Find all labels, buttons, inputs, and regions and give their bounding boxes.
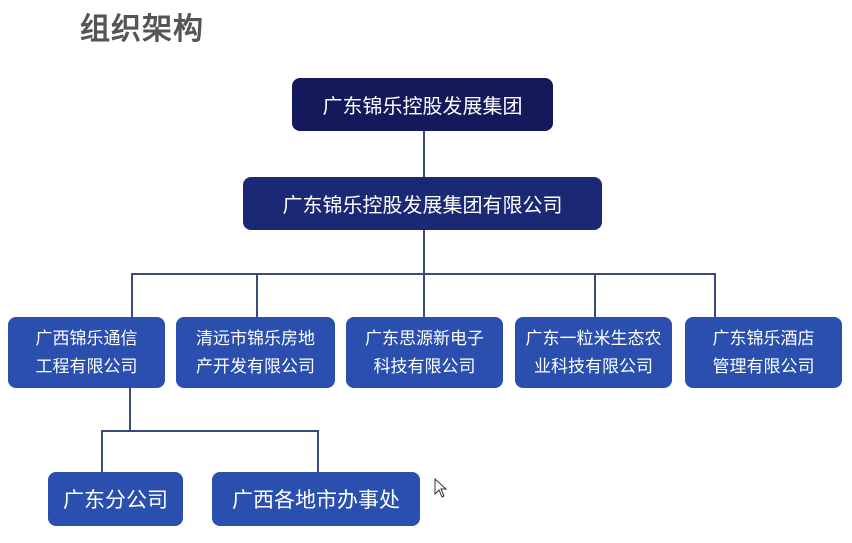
connector-line bbox=[256, 273, 258, 317]
node-subsidiary: 清远市锦乐房地产开发有限公司 bbox=[176, 317, 335, 388]
connector-line bbox=[317, 430, 319, 472]
node-label: 广东锦乐酒店 bbox=[712, 328, 815, 348]
node-label: 业科技有限公司 bbox=[534, 356, 653, 376]
node-label: 清远市锦乐房地 bbox=[196, 328, 315, 348]
connector-line bbox=[101, 430, 319, 432]
node-label: 广西各地市办事处 bbox=[232, 489, 400, 512]
node-label: 广东锦乐控股发展集团有限公司 bbox=[282, 195, 563, 217]
node-label: 科技有限公司 bbox=[373, 356, 476, 376]
connector-line bbox=[423, 131, 425, 177]
connector-line bbox=[131, 273, 133, 317]
node-label: 广东一粒米生态农 bbox=[525, 328, 662, 348]
node-branch: 广西各地市办事处 bbox=[212, 472, 420, 526]
node-label: 广西锦乐通信 bbox=[35, 328, 138, 348]
node-subsidiary: 广西锦乐通信工程有限公司 bbox=[8, 317, 165, 388]
node-subsidiary: 广东一粒米生态农业科技有限公司 bbox=[515, 317, 672, 388]
mouse-cursor-icon bbox=[434, 478, 448, 498]
node-label: 广东锦乐控股发展集团 bbox=[322, 96, 523, 118]
node-subsidiary: 广东锦乐酒店管理有限公司 bbox=[685, 317, 842, 388]
connector-line bbox=[714, 273, 716, 317]
node-branch: 广东分公司 bbox=[48, 472, 183, 526]
connector-line bbox=[423, 230, 425, 274]
node-label: 产开发有限公司 bbox=[196, 356, 315, 376]
page-title: 组织架构 bbox=[80, 13, 204, 46]
connector-line bbox=[594, 273, 596, 317]
node-company: 广东锦乐控股发展集团有限公司 bbox=[243, 177, 602, 230]
connector-line bbox=[101, 430, 103, 472]
node-subsidiary: 广东思源新电子科技有限公司 bbox=[346, 317, 503, 388]
node-label: 管理有限公司 bbox=[712, 356, 815, 376]
node-root: 广东锦乐控股发展集团 bbox=[292, 78, 553, 131]
connector-line bbox=[129, 388, 131, 432]
node-label: 工程有限公司 bbox=[35, 356, 138, 376]
connector-line bbox=[423, 273, 425, 317]
node-label: 广东分公司 bbox=[63, 489, 168, 512]
node-label: 广东思源新电子 bbox=[365, 328, 484, 348]
